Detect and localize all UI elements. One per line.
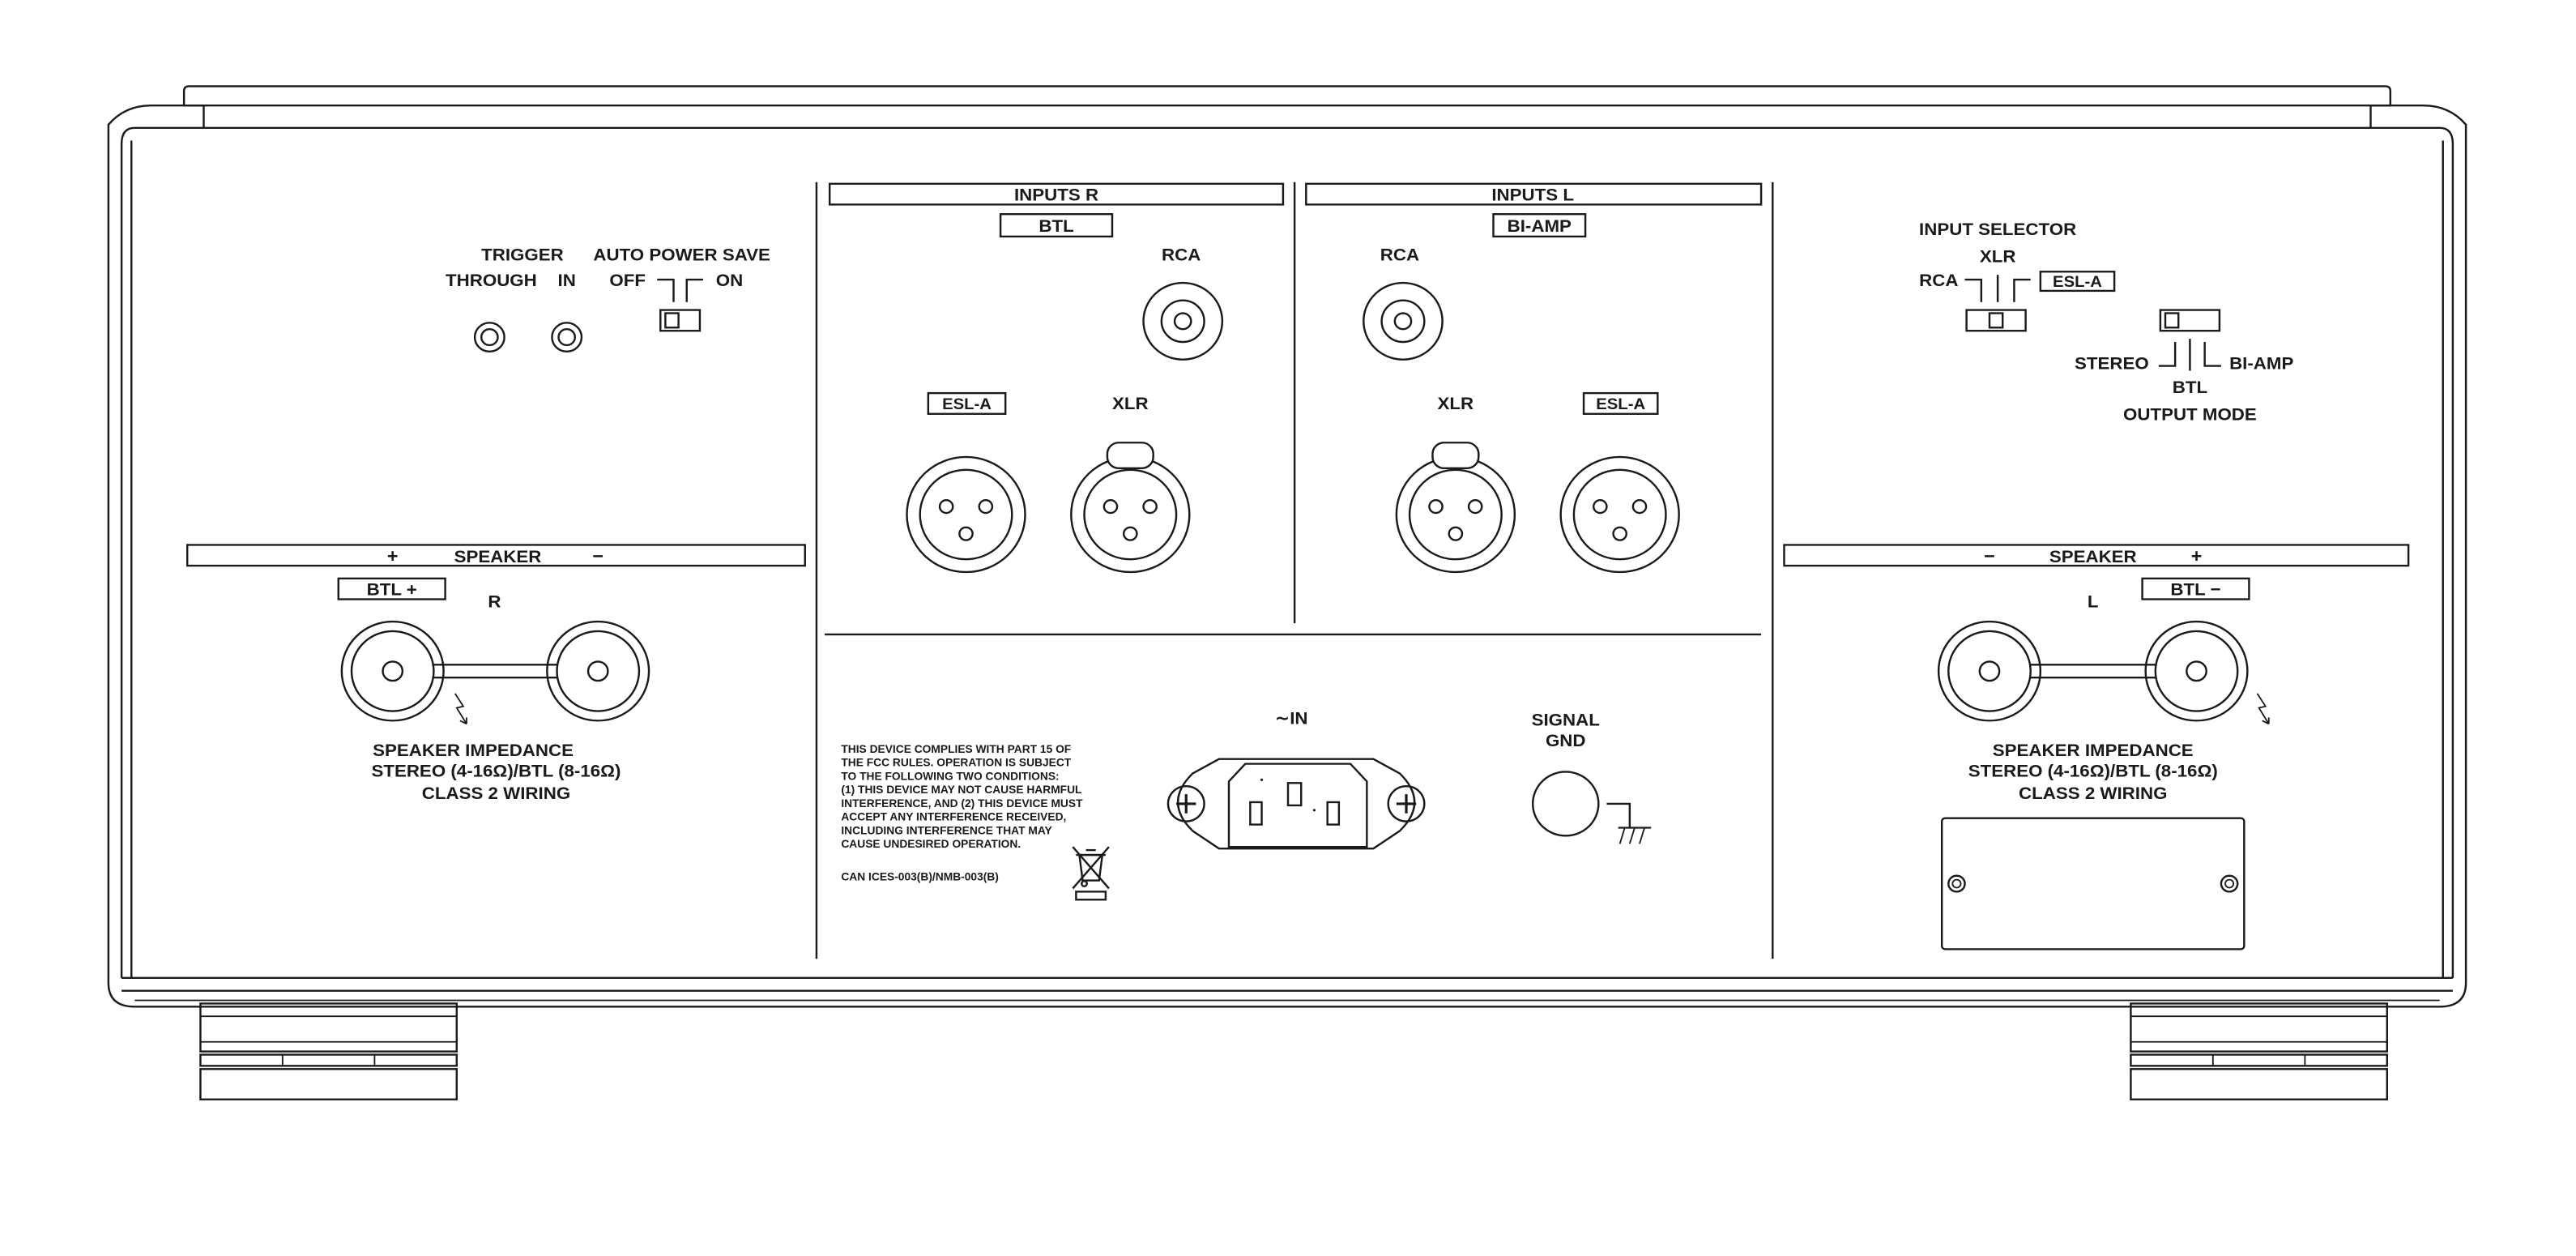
compliance-line: (1) THIS DEVICE MAY NOT CAUSE HARMFUL (841, 784, 1081, 796)
trigger-title: TRIGGER (481, 245, 564, 265)
section-dividers (815, 182, 1774, 959)
trigger-through-jack[interactable] (473, 322, 505, 353)
input-selector-esla-badge: ESL-A (2053, 273, 2102, 291)
speaker-r-plus-terminal[interactable] (340, 620, 445, 722)
speaker-r-wiring-label: CLASS 2 WIRING (422, 783, 570, 803)
trigger-section: TRIGGER THROUGH IN (446, 245, 583, 353)
speaker-l-minus-sign: − (1984, 545, 1995, 566)
speaker-r-section: + SPEAKER − BTL + R SPEAKER IMPEDANCE ST… (186, 544, 806, 803)
ground-icon (1606, 802, 1652, 844)
speaker-l-btl-badge: BTL − (2170, 579, 2220, 600)
speaker-l-minus-terminal[interactable] (1937, 620, 2042, 722)
signal-gnd-section: SIGNAL GND (1532, 710, 1652, 844)
auto-power-save-section: AUTO POWER SAVE OFF ON (593, 245, 770, 332)
output-mode-biamp-label: BI-AMP (2229, 353, 2293, 374)
inputs-r-btl-badge: BTL (1039, 216, 1073, 236)
inputs-l-title: INPUTS L (1491, 185, 1574, 205)
signal-gnd-label-line1: SIGNAL (1532, 710, 1600, 730)
compliance-line: INCLUDING INTERFERENCE THAT MAY (841, 825, 1051, 837)
inputs-r-esla-xlr-jack[interactable] (906, 455, 1026, 574)
speaker-r-title: SPEAKER (454, 546, 542, 566)
speaker-r-minus-sign: − (592, 545, 603, 566)
signal-gnd-label-line2: GND (1546, 730, 1586, 750)
speaker-r-btl-badge: BTL + (367, 579, 417, 600)
inputs-l-esla-xlr-jack[interactable] (1559, 455, 1680, 574)
inputs-r-rca-jack[interactable] (1142, 281, 1224, 361)
compliance-line: ACCEPT ANY INTERFERENCE RECEIVED, (841, 811, 1066, 823)
lightning-bolt-icon (2256, 693, 2270, 725)
speaker-l-wiring-label: CLASS 2 WIRING (2019, 783, 2167, 803)
inputs-r-esla-badge: ESL-A (942, 395, 992, 413)
signal-gnd-terminal[interactable] (1531, 771, 1600, 837)
speaker-l-title: SPEAKER (2049, 546, 2137, 566)
speaker-l-plus-terminal[interactable] (2144, 620, 2249, 722)
blank-cover-plate (1940, 817, 2245, 951)
speaker-l-impedance-title: SPEAKER IMPEDANCE (1993, 740, 2194, 760)
inputs-l-biamp-badge: BI-AMP (1508, 216, 1572, 236)
inputs-r-rca-label: RCA (1162, 245, 1201, 265)
inputs-l-rca-label: RCA (1380, 245, 1419, 265)
inputs-r-xlr-jack[interactable] (1070, 442, 1191, 574)
left-foot (199, 1002, 458, 1100)
speaker-r-minus-terminal[interactable] (546, 620, 650, 722)
auto-power-save-off-label: OFF (609, 270, 646, 290)
trigger-in-label: IN (558, 270, 576, 290)
compliance-line: INTERFERENCE, AND (2) THIS DEVICE MUST (841, 797, 1083, 810)
output-mode-btl-label: BTL (2173, 377, 2207, 397)
speaker-r-plus-sign: + (387, 545, 399, 566)
input-selector-xlr-label: XLR (1980, 246, 2016, 267)
ac-power-inlet[interactable] (1166, 758, 1426, 850)
compliance-line: TO THE FOLLOWING TWO CONDITIONS: (841, 771, 1059, 783)
compliance-section: THIS DEVICE COMPLIES WITH PART 15 OF THE… (841, 743, 1110, 901)
auto-power-save-switch[interactable] (659, 309, 702, 332)
compliance-line: CAUSE UNDESIRED OPERATION. (841, 838, 1021, 850)
compliance-line: THE FCC RULES. OPERATION IS SUBJECT (841, 757, 1072, 769)
auto-power-save-title: AUTO POWER SAVE (593, 245, 770, 265)
ac-in-label: ∼IN (1275, 708, 1308, 728)
speaker-l-section: − SPEAKER + BTL − L SPEAKER IMPEDANCE ST… (1783, 544, 2410, 951)
inputs-l-xlr-label: XLR (1438, 393, 1474, 413)
output-mode-stereo-label: STEREO (2075, 353, 2149, 374)
ac-inlet-section: ∼IN (1166, 708, 1426, 850)
input-selector-title: INPUT SELECTOR (1919, 219, 2076, 239)
right-foot (2130, 1002, 2388, 1100)
speaker-l-channel-label: L (2088, 592, 2099, 612)
canada-compliance-label: CAN ICES-003(B)/NMB-003(B) (841, 871, 999, 883)
inputs-r-xlr-label: XLR (1112, 393, 1149, 413)
speaker-l-plus-sign: + (2191, 545, 2203, 566)
speaker-r-channel-label: R (488, 592, 501, 612)
inputs-l-rca-jack[interactable] (1363, 281, 1444, 361)
output-mode-switch[interactable] (2159, 309, 2221, 332)
output-mode-section: STEREO BI-AMP BTL OUTPUT MODE (2075, 309, 2293, 425)
inputs-r-title: INPUTS R (1014, 185, 1098, 205)
inputs-l-esla-badge: ESL-A (1596, 395, 1645, 413)
input-selector-section: INPUT SELECTOR XLR RCA ESL-A (1919, 219, 2116, 332)
inputs-l-section: INPUTS L BI-AMP RCA XLR ESL-A (1305, 182, 1763, 574)
inputs-r-section: INPUTS R BTL RCA ESL-A XLR (828, 182, 1285, 574)
input-selector-rca-label: RCA (1919, 270, 1958, 290)
speaker-r-impedance-title: SPEAKER IMPEDANCE (373, 740, 574, 760)
compliance-line: THIS DEVICE COMPLIES WITH PART 15 OF (841, 743, 1071, 755)
speaker-l-impedance-values: STEREO (4-16Ω)/BTL (8-16Ω) (1968, 761, 2218, 781)
speaker-r-impedance-values: STEREO (4-16Ω)/BTL (8-16Ω) (371, 761, 621, 781)
output-mode-title: OUTPUT MODE (2123, 404, 2257, 425)
inputs-l-xlr-jack[interactable] (1395, 442, 1516, 574)
weee-crossed-bin-icon (1072, 846, 1110, 901)
input-selector-switch[interactable] (1965, 309, 2027, 332)
chassis (107, 85, 2467, 1100)
auto-power-save-on-label: ON (716, 270, 743, 290)
trigger-through-label: THROUGH (446, 270, 537, 290)
trigger-in-jack[interactable] (551, 322, 583, 353)
lightning-bolt-icon (454, 693, 467, 725)
